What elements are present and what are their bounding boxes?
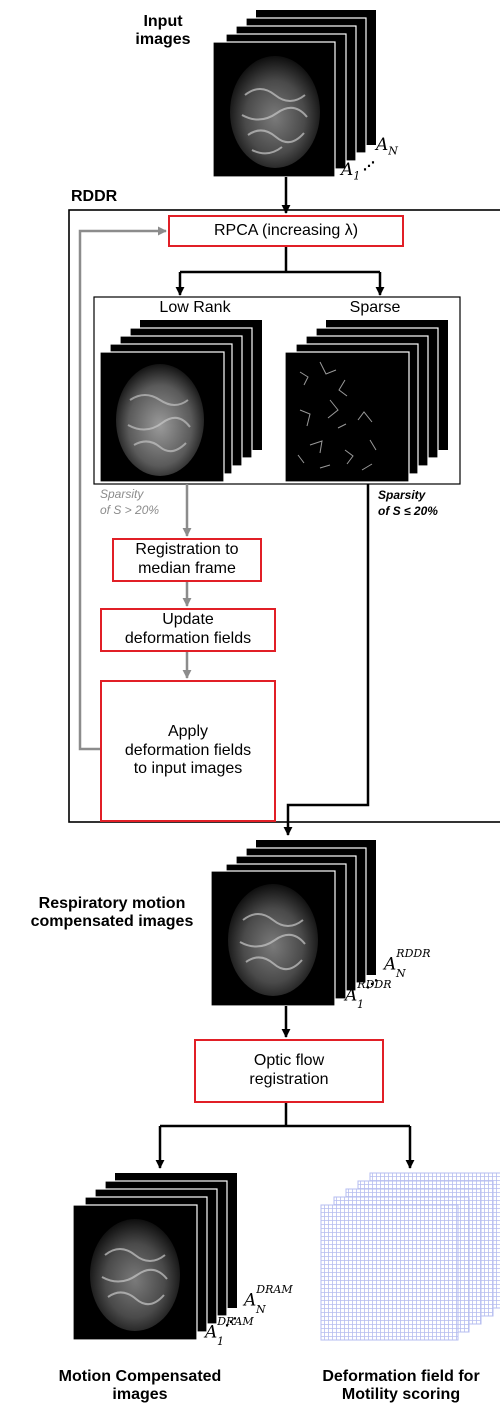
sparsity-le-note: Sparsity of S ≤ 20% — [378, 488, 438, 518]
sparsity-gt-note: Sparsity of S > 20% — [100, 487, 160, 517]
deformation-field-stack — [320, 1172, 500, 1341]
sparse-label: Sparse — [349, 299, 401, 316]
arrow-sparse-exit — [283, 484, 370, 836]
registration-box: Registration to median frame — [112, 538, 262, 582]
rddr-label: RDDR — [71, 188, 118, 205]
low-rank-stack — [99, 320, 262, 483]
decomposition-frame — [93, 296, 461, 485]
low-rank-label: Low Rank — [159, 299, 231, 316]
sparse-stack — [284, 320, 448, 483]
math-an-rddr: ARDDR N — [384, 947, 431, 980]
apply-box: Apply deformation fields to input images — [100, 680, 276, 822]
input-images-stack — [212, 10, 376, 178]
respiratory-compensated-stack — [210, 840, 376, 1007]
input-images-label: Input images — [135, 13, 191, 49]
motion-compensated-stack — [72, 1173, 237, 1341]
math-a1-input: A1 — [341, 160, 361, 183]
rpca-box: RPCA (increasing λ) — [168, 215, 404, 247]
math-an-dram: ADRAM N — [244, 1283, 293, 1316]
respiratory-label: Respiratory motion compensated images — [30, 895, 194, 931]
update-box: Update deformation fields — [100, 608, 276, 652]
arrow-feedback-loop — [78, 226, 167, 751]
arrow-opticflow-split — [155, 1103, 415, 1169]
ellipsis-rddr: ⋰ — [366, 977, 378, 991]
math-an-input: AN — [376, 135, 398, 158]
deformation-field-label: Deformation field for Motility scoring — [322, 1368, 480, 1404]
math-a1-dram: ADRAM 1 — [205, 1315, 254, 1348]
motion-compensated-label: Motion Compensated images — [58, 1368, 222, 1404]
opticflow-box: Optic flow registration — [194, 1039, 384, 1103]
math-a1-rddr: ARDDR 1 — [345, 978, 392, 1011]
ellipsis-dram: ⋰ — [225, 1315, 237, 1329]
arrow-rpca-split — [175, 247, 385, 296]
ellipsis-input: ⋰ — [363, 159, 375, 173]
